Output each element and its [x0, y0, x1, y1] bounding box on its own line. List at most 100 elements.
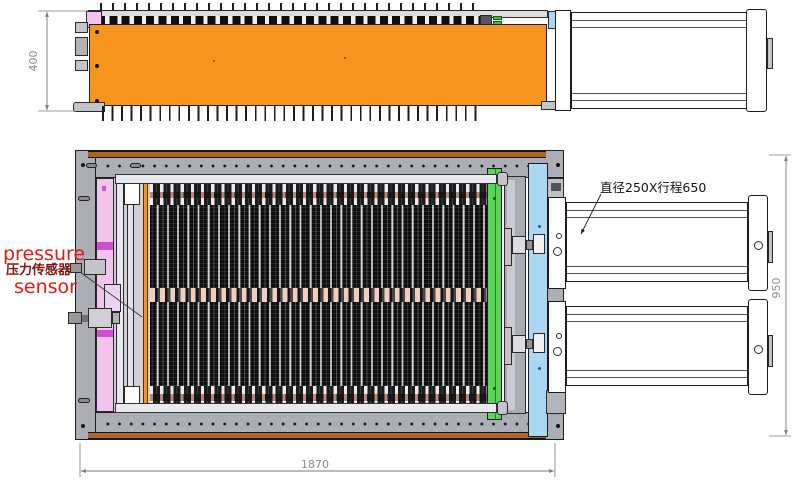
pressure-label-en1: pressure: [3, 243, 86, 265]
tie-rod-line: [567, 314, 747, 315]
left-tab-2: [75, 37, 88, 56]
tie-rod-line: [567, 273, 747, 274]
dim-400-label: 400: [27, 50, 40, 72]
tie-rod-line: [572, 100, 746, 101]
tie-rod-line: [567, 266, 747, 267]
shaft-coupler-top: [497, 172, 508, 186]
tie-rod-line: [572, 27, 746, 28]
blue-plate-screw: [538, 225, 541, 228]
rod-disc: [504, 228, 512, 266]
cylinder-port-boss: [768, 335, 773, 367]
frame-strip-bottom: [88, 432, 546, 439]
pressure-label-zh: 压力传感器: [6, 263, 72, 278]
corner-screw: [556, 424, 560, 428]
end-cap-hole: [754, 241, 763, 250]
dim-950-label: 950: [770, 277, 783, 299]
rod-block: [512, 236, 526, 254]
stack-brown-row-top: [150, 192, 487, 198]
comb-pins: [102, 106, 484, 121]
magenta-dot: [102, 186, 106, 191]
panel-mark: [213, 60, 215, 62]
sensor-upper-bolt: [70, 263, 82, 273]
press-plate-green: [487, 168, 502, 420]
green-plate-screw: [493, 197, 496, 200]
end-cap-hole: [754, 345, 763, 354]
stack-clip-band-bottom2: [150, 386, 487, 394]
tie-rod-line: [572, 20, 746, 21]
indicator-green-top: [493, 16, 502, 20]
tie-rod-line: [567, 377, 747, 378]
rod-stem: [526, 240, 533, 250]
frame-strip-top: [88, 151, 546, 158]
corner-screw: [81, 163, 85, 167]
cylinder-side-port-boss: [767, 38, 773, 69]
sensor-stem: [82, 315, 88, 322]
cylinder-side-end-cap: [746, 9, 767, 112]
rod-block: [512, 335, 526, 353]
shaft-coupler-bottom: [497, 401, 508, 415]
cylinder-side-flange: [555, 10, 571, 111]
tie-rod-line: [567, 210, 747, 211]
green-plate-screw: [493, 387, 496, 390]
stack-plates-lower: [150, 302, 487, 386]
bracket-top-right-clamp: [551, 183, 561, 191]
sensor-upper-block: [84, 259, 106, 275]
stack-plates-upper: [150, 205, 487, 288]
tie-rod-line: [567, 321, 747, 322]
rod-coupler: [533, 333, 545, 353]
frame-slot: [130, 163, 141, 168]
stack-clip-band-middle: [150, 288, 487, 302]
tie-rod-line: [572, 93, 746, 94]
cylinder-body: [566, 306, 748, 386]
clip-row-upper: [100, 3, 475, 11]
corner-screw: [556, 163, 560, 167]
rod-coupler: [533, 234, 545, 254]
frame-slot: [78, 196, 90, 201]
sensor-bolt: [68, 312, 82, 324]
cylinder-body: [566, 202, 748, 282]
panel-mark: [344, 57, 346, 59]
screw-row-top: [100, 162, 546, 170]
green-plate-line: [495, 169, 496, 419]
slide-plate-blue: [528, 163, 548, 437]
sensor-tip: [112, 312, 120, 324]
sensor-lavender-block: [104, 284, 121, 312]
tie-rod-line: [567, 217, 747, 218]
flange-hole-small: [556, 233, 562, 239]
screw-row-bottom: [100, 420, 546, 428]
frame-slot: [78, 398, 90, 403]
cylinder-note-leader: [580, 193, 602, 235]
cylinder-flange: [548, 197, 566, 289]
stack-clip-band-top2: [150, 198, 487, 205]
left-tab-3: [75, 60, 88, 71]
orange-panel: [89, 24, 547, 106]
panel-screw: [95, 64, 99, 68]
pressure-label-en2: sensor: [14, 276, 77, 298]
left-tab-1: [75, 22, 88, 33]
sensor-plunger: [88, 308, 112, 328]
frame-slot: [86, 163, 97, 168]
flange-hole-large: [553, 347, 562, 356]
magenta-stripe: [97, 330, 113, 337]
pressure-sensor-leader: [79, 271, 143, 318]
frame-left-bar: [75, 150, 96, 440]
flange-hole-small: [556, 333, 562, 339]
rod-stem: [526, 339, 533, 349]
tie-rod-line: [567, 370, 747, 371]
magenta-stripe: [97, 242, 113, 250]
blue-plate-screw: [538, 367, 541, 370]
guide-shaft-top: [115, 174, 497, 184]
flange-hole-large: [553, 247, 562, 256]
stack-brown-row-bottom: [150, 394, 487, 401]
backing-plate-inner: [507, 180, 515, 410]
panel-screw: [95, 30, 99, 34]
rod-disc: [504, 327, 512, 365]
cylinder-port-boss: [768, 231, 773, 263]
dim-1870-label: 1870: [301, 458, 329, 471]
cylinder-annotation: 直径250X行程650: [600, 180, 707, 195]
guide-shaft-bottom: [115, 403, 497, 413]
cylinder-side-body: [571, 12, 747, 109]
corner-screw: [81, 424, 85, 428]
